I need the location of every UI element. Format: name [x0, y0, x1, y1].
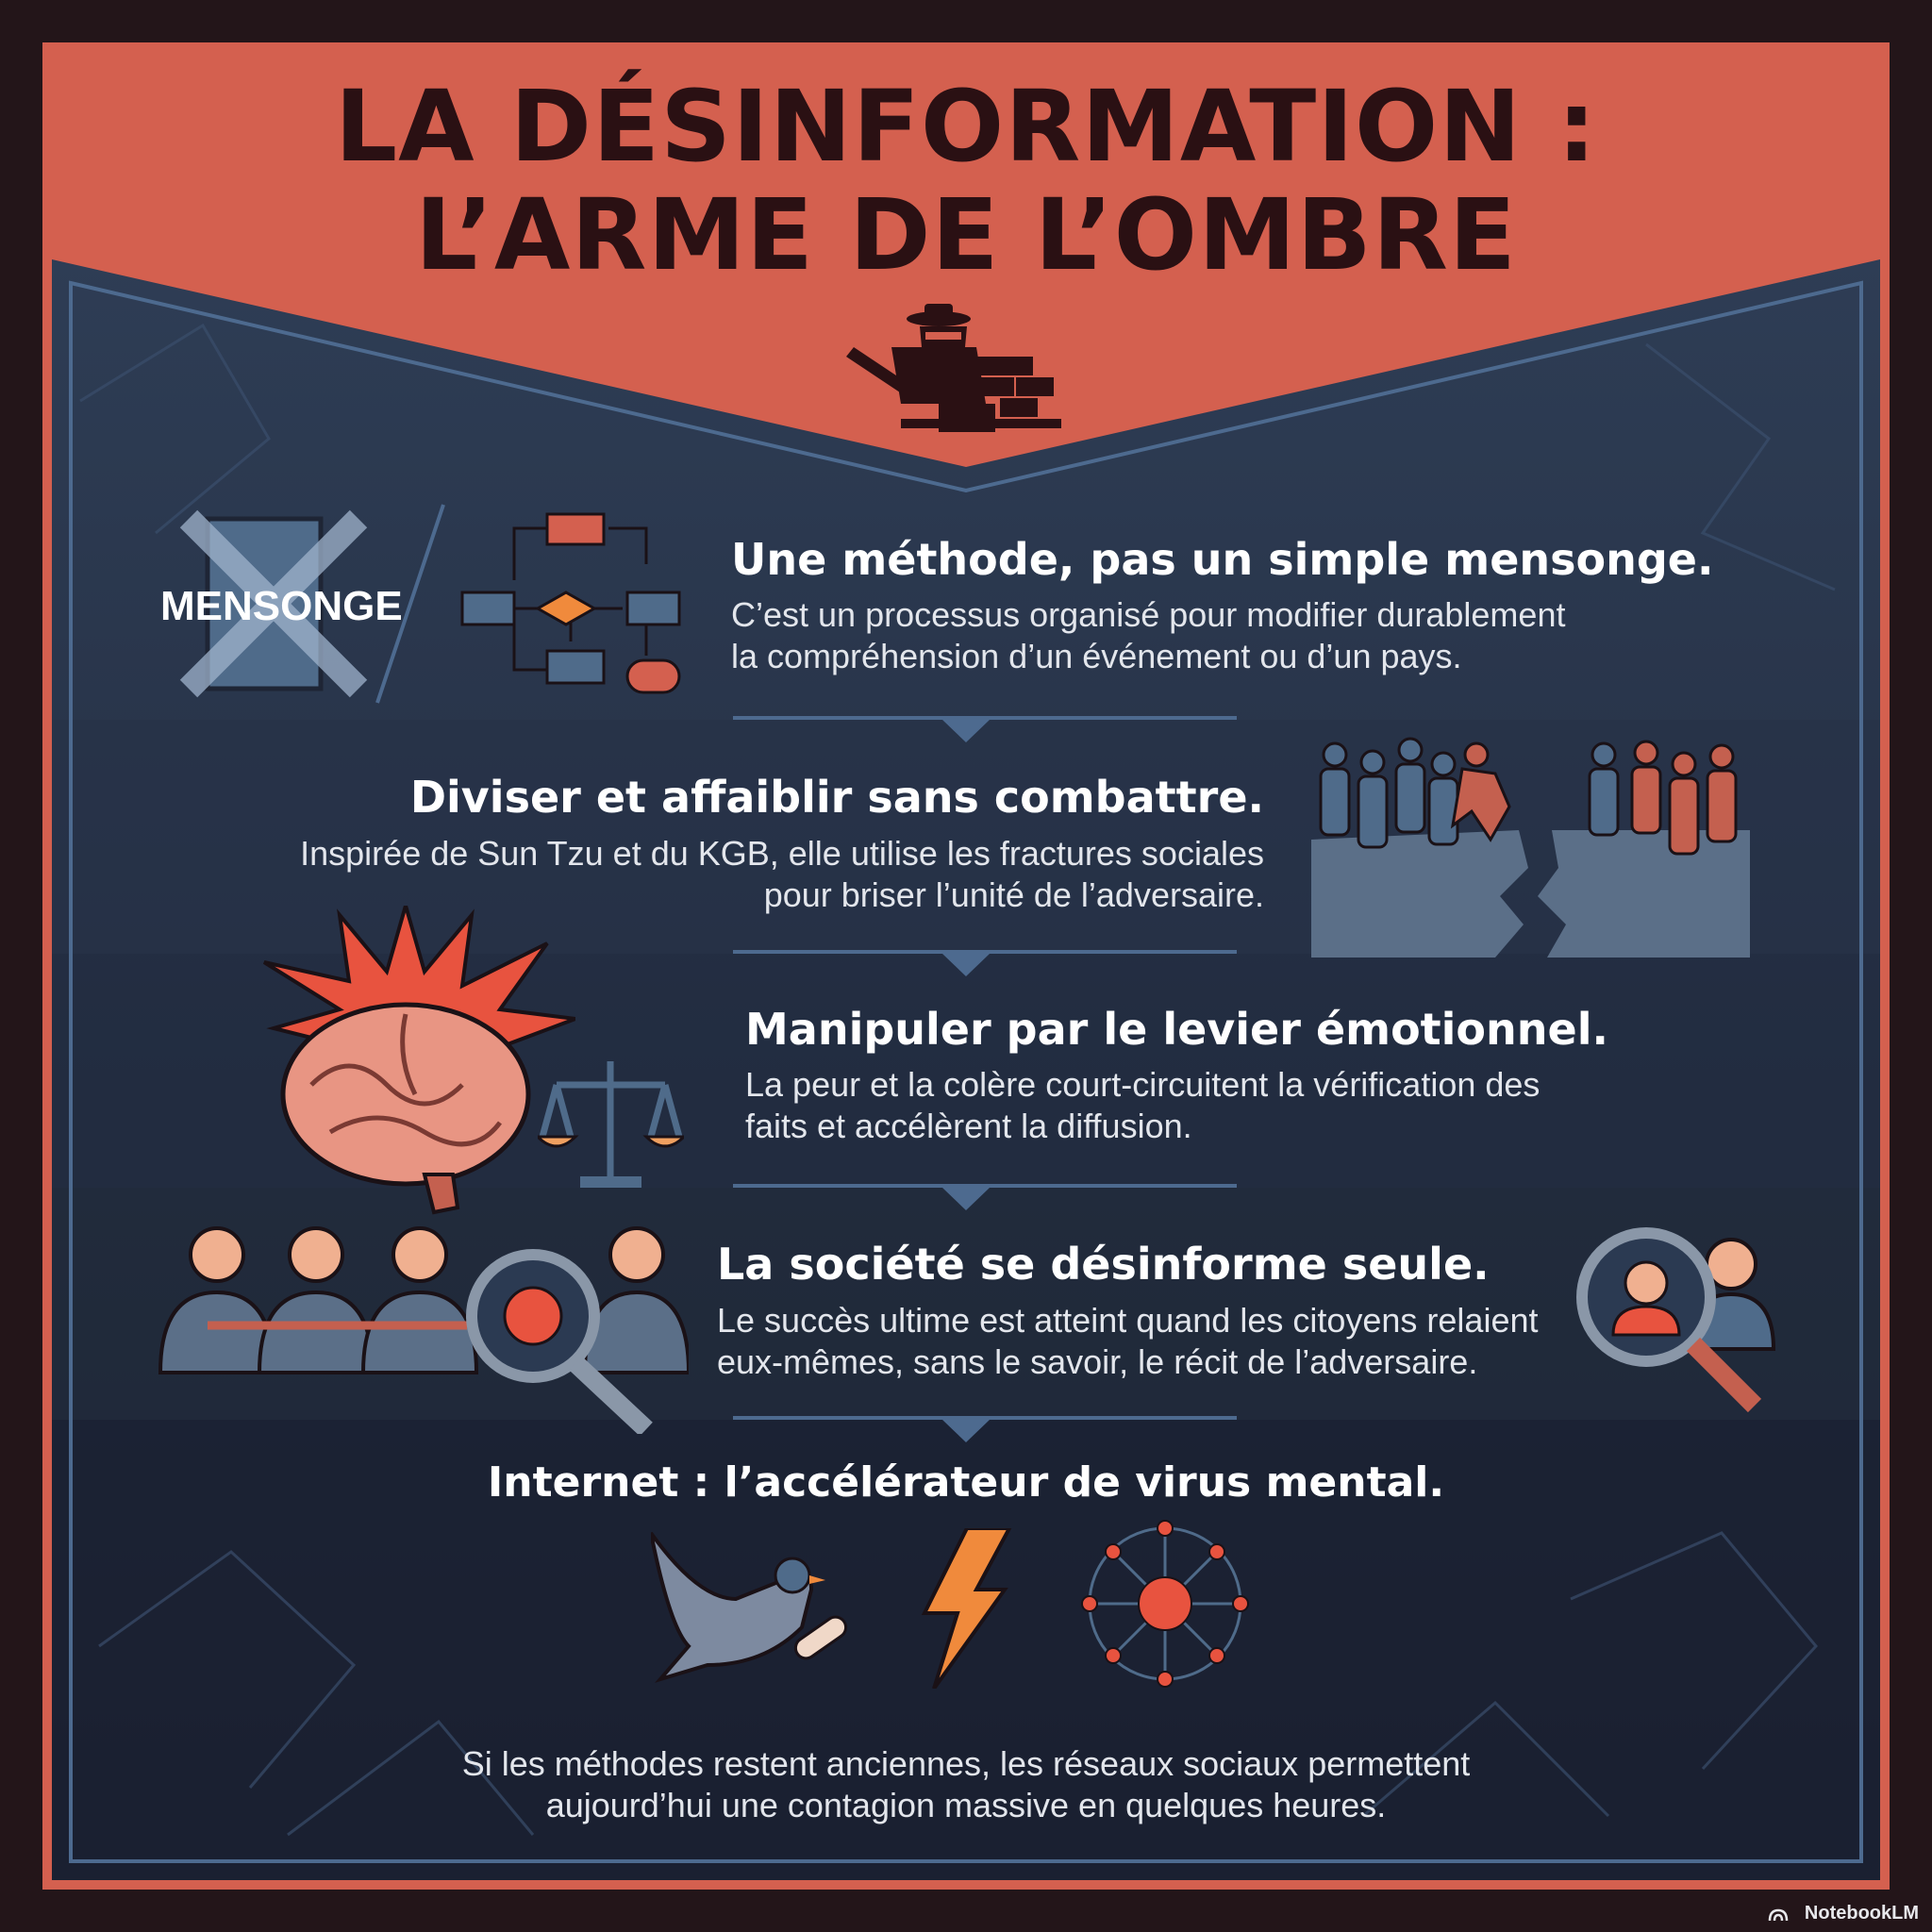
pigeon-scroll-icon — [651, 1531, 848, 1683]
chained-people-virus-icon — [158, 1226, 689, 1434]
exploding-brain-icon — [262, 906, 575, 1215]
section1-body-line1: C’est un processus organisé pour modifie… — [731, 595, 1566, 634]
divided-crowd-cliff-icon — [1311, 737, 1750, 958]
section3-body-line1: La peur et la colère court-circuitent la… — [745, 1065, 1541, 1104]
lightning-icon — [921, 1528, 1012, 1689]
infographic-frame — [42, 42, 1890, 1890]
page-title-line2: L’ARME DE L’OMBRE — [415, 177, 1517, 292]
divider-slash — [375, 504, 445, 704]
section5-heading: Internet : l’accélérateur de virus menta… — [487, 1458, 1445, 1507]
virus-network-icon — [1081, 1520, 1249, 1688]
section3-body-line2: faits et accélèrent la diffusion. — [745, 1107, 1192, 1145]
section2-body-line2: pour briser l’unité de l’adversaire. — [763, 875, 1264, 914]
scales-icon — [538, 1061, 684, 1188]
notebooklm-logo-icon — [1768, 1908, 1789, 1922]
mensonge-label: MENSONGE — [160, 583, 403, 629]
brand-label: NotebookLM — [1804, 1903, 1919, 1924]
section3-heading: Manipuler par le levier émotionnel. — [745, 1004, 1608, 1055]
spy-sword-wall-icon — [846, 304, 1061, 432]
person-magnifier-icon — [1576, 1227, 1776, 1413]
section2-body-line1: Inspirée de Sun Tzu et du KGB, elle util… — [300, 834, 1264, 873]
section4-body-line2: eux-mêmes, sans le savoir, le récit de l… — [717, 1342, 1478, 1381]
flowchart-icon — [460, 512, 681, 694]
page-title-line1: LA DÉSINFORMATION : — [334, 69, 1598, 184]
crossed-lie-document-icon — [179, 509, 368, 698]
section4-heading: La société se désinforme seule. — [717, 1239, 1490, 1290]
conclusion-line1: Si les méthodes restent anciennes, les r… — [461, 1744, 1471, 1783]
background-panel — [52, 259, 1880, 1880]
section4-body-line1: Le succès ultime est atteint quand les c… — [717, 1301, 1539, 1340]
conclusion-line2: aujourd’hui une contagion massive en que… — [545, 1786, 1387, 1824]
section2-heading: Diviser et affaiblir sans combattre. — [409, 772, 1264, 823]
section1-heading: Une méthode, pas un simple mensonge. — [731, 534, 1714, 585]
section1-body-line2: la compréhension d’un événement ou d’un … — [731, 637, 1462, 675]
